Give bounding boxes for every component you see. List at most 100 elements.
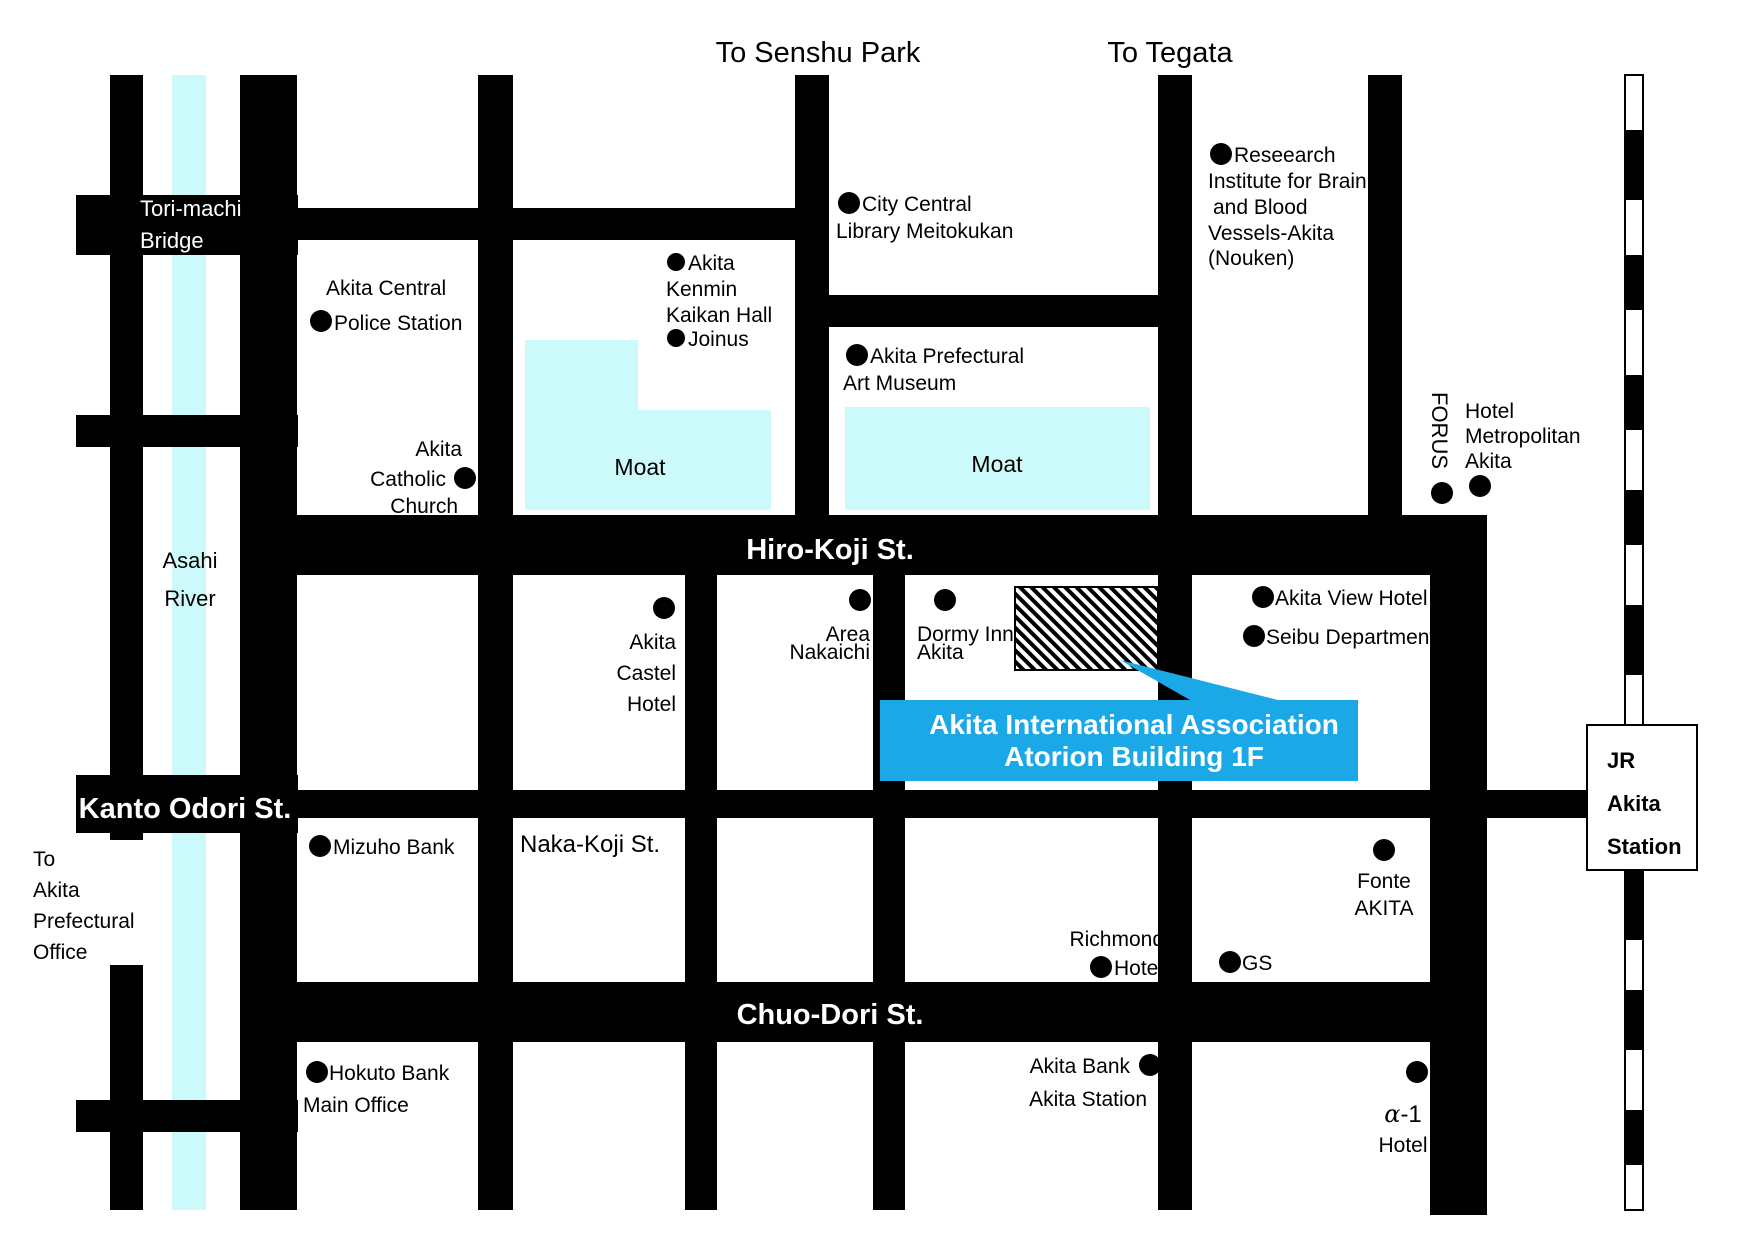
akita-bank-label-2: Akita Station bbox=[1029, 1088, 1147, 1111]
road-layer bbox=[76, 75, 1589, 1215]
road-h-museum bbox=[829, 295, 1158, 327]
station-line1: JR bbox=[1607, 748, 1635, 773]
catholic-dot bbox=[454, 467, 476, 489]
destination-callout[interactable] bbox=[880, 700, 1358, 781]
richmond-label-2: Hotel bbox=[1114, 957, 1163, 980]
alpha-symbol: α bbox=[1384, 1100, 1400, 1128]
nakaichi-label-1: Area bbox=[826, 623, 871, 646]
metropolitan-dot bbox=[1469, 475, 1491, 497]
moat-west bbox=[525, 340, 771, 510]
forus-dot bbox=[1431, 482, 1453, 504]
library-label-2: Library Meitokukan bbox=[836, 220, 1013, 243]
fonte-label-2: AKITA bbox=[1354, 897, 1413, 920]
kenmin-label-1: Akita bbox=[688, 252, 735, 275]
road-west-edge bbox=[110, 75, 143, 840]
station-box bbox=[1586, 724, 1698, 871]
station-line2: Akita bbox=[1607, 791, 1662, 816]
mizuho-dot bbox=[309, 835, 331, 857]
to-tegata: To Tegata bbox=[1107, 37, 1233, 69]
fonte-dot bbox=[1373, 839, 1395, 861]
gs-label: GS bbox=[1242, 952, 1272, 975]
mizuho-label: Mizuho Bank bbox=[333, 836, 455, 859]
destination-line1: Akita International Association bbox=[929, 709, 1339, 740]
destination-line2: Atorion Building 1F bbox=[1004, 741, 1264, 772]
asahi-river bbox=[172, 75, 206, 1210]
landmark-dots bbox=[306, 143, 1491, 1083]
alpha-number: -1 bbox=[1400, 1101, 1421, 1128]
kenmin-dot bbox=[667, 253, 685, 271]
kenmin-label-3: Kaikan Hall bbox=[666, 304, 772, 327]
seibu-label: Seibu Department bbox=[1266, 626, 1435, 649]
hiro-koji-road bbox=[240, 515, 1487, 575]
moat-east bbox=[845, 407, 1150, 510]
akita-bank-label-1: Akita Bank bbox=[1030, 1055, 1131, 1078]
chuo-dori-label: Chuo-Dori St. bbox=[737, 999, 924, 1031]
view-hotel-label: Akita View Hotel bbox=[1275, 587, 1428, 610]
jr-akita-station[interactable]: JR Akita Station bbox=[1586, 724, 1698, 871]
road-east-main bbox=[1430, 515, 1487, 1215]
road-v-1368 bbox=[1368, 75, 1402, 515]
dormy-label-2: Akita bbox=[917, 641, 964, 664]
callout-pointer bbox=[1120, 660, 1278, 700]
street-labels: Hiro-Koji St. Chuo-Dori St. Kanto Odori … bbox=[79, 534, 924, 1031]
asahi-river-line2: River bbox=[164, 586, 215, 611]
nouken-label-4: Vessels-Akita bbox=[1208, 222, 1334, 245]
water-layer bbox=[172, 75, 1150, 1210]
dormy-label-1: Dormy Inn bbox=[917, 623, 1014, 646]
metropolitan-label-2: Metropolitan bbox=[1465, 425, 1581, 448]
nakaichi-label-2: Nakaichi bbox=[789, 641, 870, 664]
hokuto-label-1: Hokuto Bank bbox=[329, 1062, 450, 1085]
nouken-label-3: and Blood bbox=[1213, 196, 1308, 219]
alpha-hotel-dot bbox=[1406, 1061, 1428, 1083]
police-label-1: Akita Central bbox=[326, 277, 446, 300]
akita-bank-dot bbox=[1139, 1054, 1161, 1076]
alpha-hotel-label-2: Hotel bbox=[1378, 1134, 1427, 1157]
catholic-label-2: Catholic bbox=[370, 468, 446, 491]
metropolitan-label-3: Akita bbox=[1465, 450, 1512, 473]
castel-label-2: Castel bbox=[616, 662, 676, 685]
road-north-connector bbox=[297, 208, 797, 240]
catholic-label-3: Church bbox=[390, 495, 458, 518]
tori-machi-bridge-line2: Bridge bbox=[140, 228, 204, 253]
art-museum-label-2: Art Museum bbox=[843, 372, 956, 395]
metropolitan-label-1: Hotel bbox=[1465, 400, 1514, 423]
joinus-label: Joinus bbox=[688, 328, 749, 351]
kenmin-label-2: Kenmin bbox=[666, 278, 737, 301]
to-senshu-park: To Senshu Park bbox=[716, 37, 921, 69]
alpha-hotel-label-1: α-1 bbox=[1384, 1100, 1422, 1128]
library-dot bbox=[838, 192, 860, 214]
nakaichi-dot bbox=[849, 589, 871, 611]
forus-label: FORUS bbox=[1427, 392, 1452, 469]
rail-ties bbox=[1626, 130, 1642, 1165]
to-prefectural-office-4: Office bbox=[33, 941, 87, 964]
nouken-label-5: (Nouken) bbox=[1208, 247, 1294, 270]
road-west-edge-south bbox=[110, 965, 143, 1210]
richmond-label-1: Richmond bbox=[1069, 928, 1164, 951]
atorion-building-hatch bbox=[1014, 586, 1159, 671]
richmond-dot bbox=[1090, 956, 1112, 978]
chuo-dori-road bbox=[240, 982, 1487, 1042]
tori-machi-bridge-line1: Tori-machi bbox=[140, 196, 241, 221]
station-line3: Station bbox=[1607, 834, 1682, 859]
kanto-odori-road bbox=[76, 790, 1589, 818]
hokuto-label-2: Main Office bbox=[303, 1094, 409, 1117]
nouken-dot bbox=[1210, 143, 1232, 165]
dormy-dot bbox=[934, 589, 956, 611]
to-prefectural-office-2: Akita bbox=[33, 879, 80, 902]
road-v-685 bbox=[685, 575, 717, 1210]
to-prefectural-office-3: Prefectural bbox=[33, 910, 135, 933]
gs-dot bbox=[1219, 951, 1241, 973]
asahi-river-line1: Asahi bbox=[162, 548, 217, 573]
seibu-dot bbox=[1243, 625, 1265, 647]
atorion-building: Akita International Association Atorion … bbox=[880, 586, 1358, 781]
nouken-label-2: Institute for Brain bbox=[1208, 170, 1367, 193]
landmark-labels: Akita Central Police Station Akita Kenmi… bbox=[303, 144, 1581, 1157]
hiro-koji-label: Hiro-Koji St. bbox=[746, 534, 914, 566]
kanto-odori-label: Kanto Odori St. bbox=[79, 793, 292, 825]
moat-east-label: Moat bbox=[971, 451, 1023, 477]
to-prefectural-office-1: To bbox=[33, 848, 55, 871]
art-museum-label-1: Akita Prefectural bbox=[870, 345, 1024, 368]
moat-west-label: Moat bbox=[614, 454, 666, 480]
direction-labels: To Senshu Park To Tegata To Akita Prefec… bbox=[33, 37, 1233, 964]
